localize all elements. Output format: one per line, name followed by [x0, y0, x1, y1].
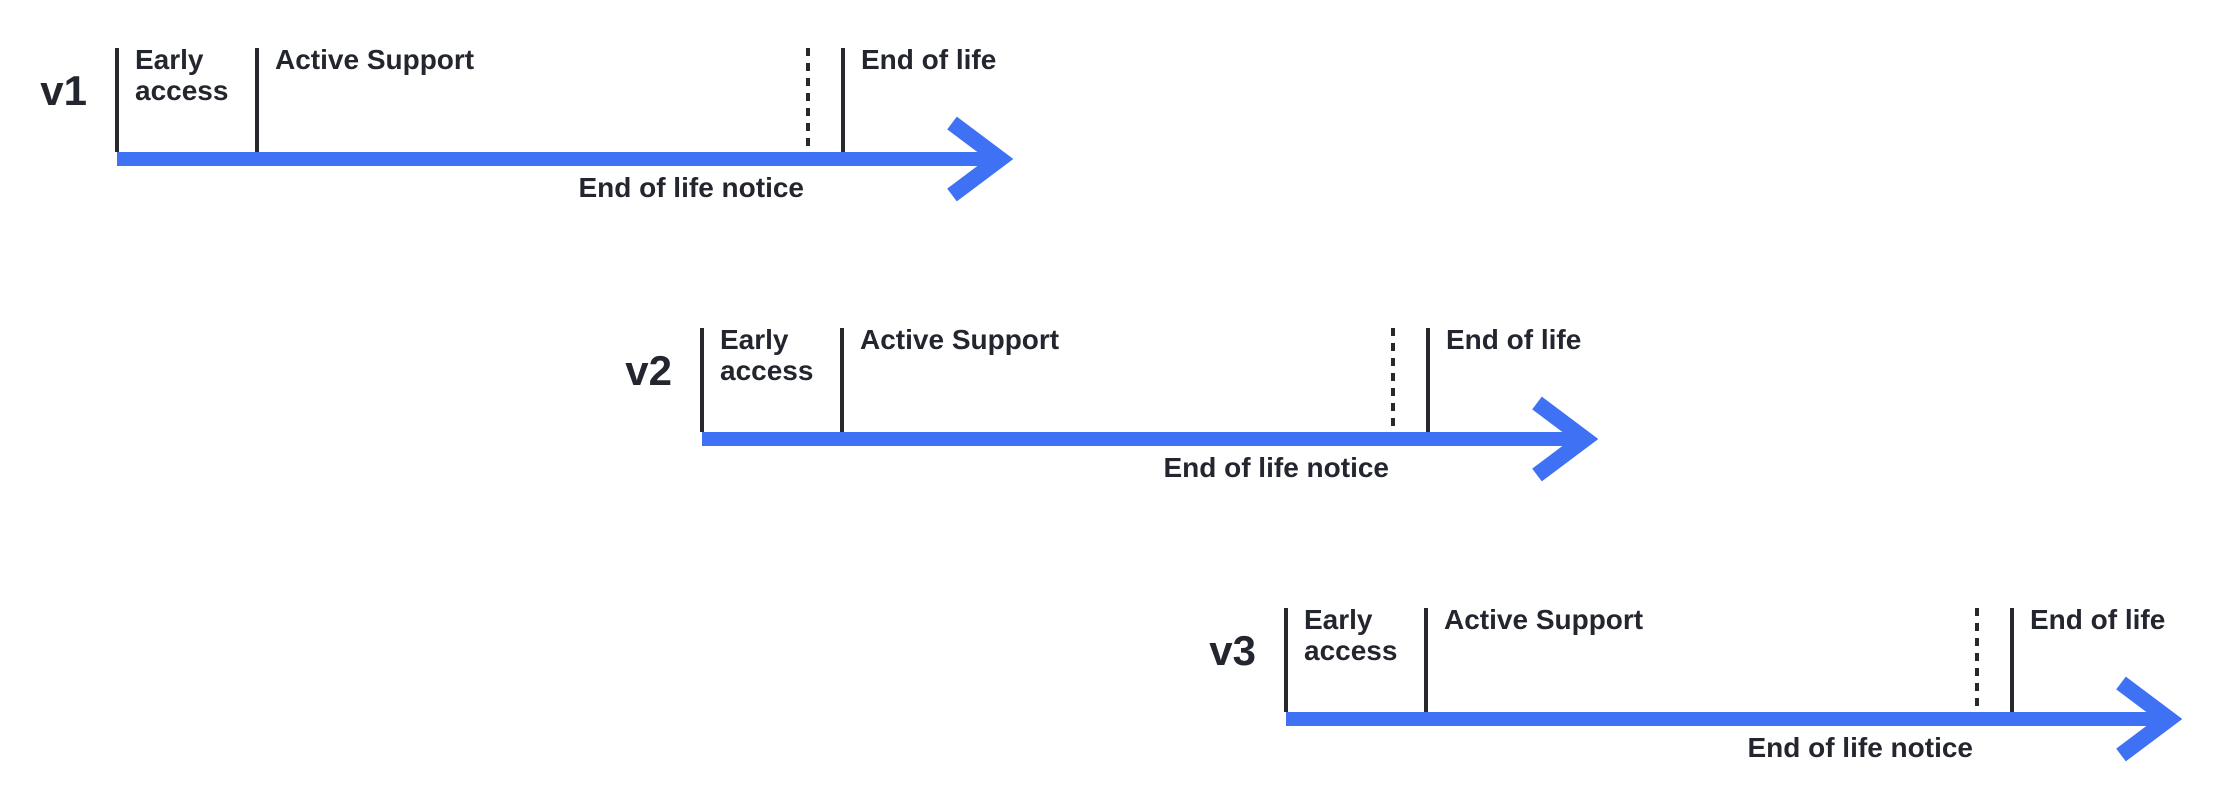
active-support-label: Active Support: [275, 44, 475, 75]
timeline-bar: [1286, 712, 2166, 726]
end-of-life-notice-label: End of life notice: [578, 172, 804, 203]
end-of-life-label: End of life: [861, 44, 997, 75]
early-access-tick: [700, 328, 704, 432]
timeline-arrow-icon: [947, 116, 1014, 202]
timeline-bar: [702, 432, 1582, 446]
end-of-life-label: End of life: [1446, 324, 1582, 355]
version-label: v3: [1209, 627, 1256, 674]
active-support-label: Active Support: [860, 324, 1060, 355]
eol-notice-dashed-line: [806, 48, 810, 152]
timeline-row-v1: v1 Early access Active Support End of li…: [40, 44, 1247, 278]
eol-notice-dashed-line: [1391, 328, 1395, 432]
early-access-label: Early access: [720, 324, 814, 386]
version-label: v2: [625, 347, 672, 394]
active-support-label: Active Support: [1444, 604, 1644, 635]
timeline-row-v3: v3 Early access Active Support End of li…: [1209, 604, 2228, 812]
active-support-tick: [840, 328, 844, 432]
early-access-tick: [115, 48, 119, 152]
active-support-tick: [255, 48, 259, 152]
active-support-tick: [1424, 608, 1428, 712]
early-access-label: Early access: [135, 44, 229, 106]
early-access-label: Early access: [1304, 604, 1398, 666]
early-access-tick: [1284, 608, 1288, 712]
end-of-life-tick: [841, 48, 845, 152]
timeline-row-v2: v2 Early access Active Support End of li…: [625, 324, 1832, 558]
end-of-life-tick: [2010, 608, 2014, 712]
version-label: v1: [40, 67, 87, 114]
timeline-bar: [117, 152, 997, 166]
eol-notice-dashed-line: [1975, 608, 1979, 712]
end-of-life-label: End of life: [2030, 604, 2166, 635]
timeline-arrow-icon: [2116, 676, 2183, 762]
end-of-life-tick: [1426, 328, 1430, 432]
end-of-life-notice-label: End of life notice: [1163, 452, 1389, 483]
end-of-life-notice-label: End of life notice: [1747, 732, 1973, 763]
timeline-arrow-icon: [1532, 396, 1599, 482]
